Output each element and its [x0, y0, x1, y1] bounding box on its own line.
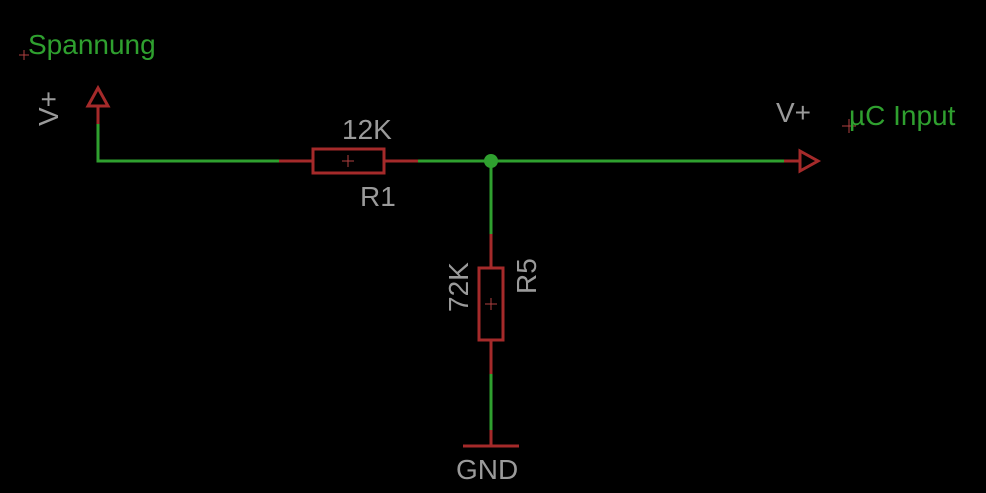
resistor-r1[interactable]: [279, 147, 418, 175]
supply-arrow-icon: [85, 84, 111, 108]
supply-symbol-label: V+: [33, 91, 64, 126]
r1-value-label: 12K: [342, 114, 392, 145]
r5-value-label: 72K: [443, 262, 474, 312]
supply-net-origin: [19, 50, 29, 60]
r5-name-label: R5: [511, 258, 542, 294]
output-net-origin: [842, 119, 856, 133]
wire-supply[interactable]: [96, 124, 279, 163]
r1-name-label: R1: [360, 181, 396, 212]
ground-symbol[interactable]: [463, 430, 519, 448]
supply-symbol[interactable]: [85, 84, 111, 124]
output-arrow-icon: [798, 148, 822, 174]
ground-symbol-label: GND: [456, 454, 518, 485]
resistor-r5[interactable]: [477, 234, 505, 374]
output-symbol-label: V+: [776, 97, 811, 128]
output-symbol[interactable]: [784, 148, 822, 174]
supply-net-label[interactable]: Spannung: [28, 29, 156, 60]
output-net-label[interactable]: µC Input: [849, 100, 956, 131]
